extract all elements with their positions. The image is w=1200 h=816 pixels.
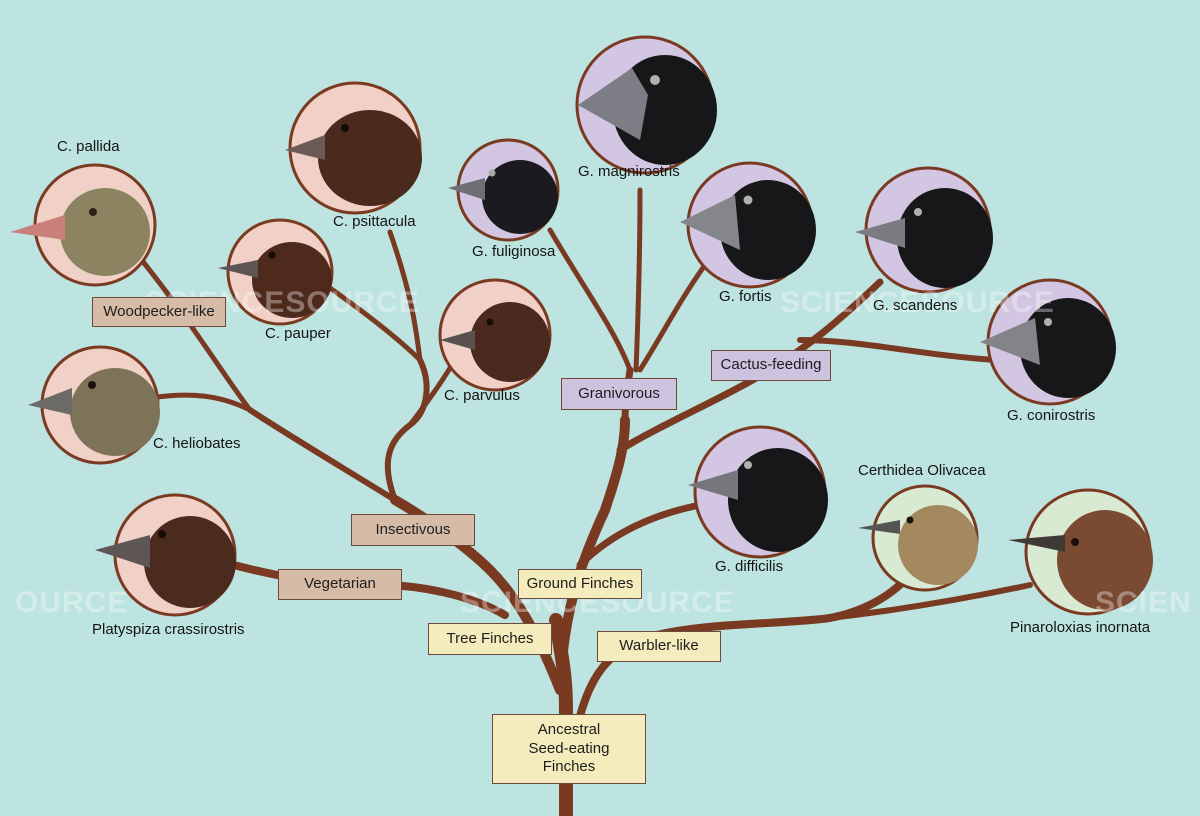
species-label-g-fuliginosa: G. fuliginosa	[472, 243, 556, 260]
conirostris-branch	[797, 337, 998, 363]
g-magnirostris-portrait	[575, 35, 717, 175]
c-pauper-portrait	[218, 218, 334, 326]
ancestral-root-box: Ancestral Seed-eating Finches	[492, 714, 646, 784]
fuliginosa-branch	[547, 227, 633, 373]
platyspiza-portrait	[95, 493, 237, 617]
species-label-g-conirostris: G. conirostris	[1007, 407, 1096, 424]
pinaroloxias-branch	[827, 582, 1033, 621]
c-psittacula-portrait	[285, 81, 422, 215]
g-conirostris-portrait	[980, 278, 1116, 406]
species-label-certhidea: Certhidea Olivacea	[858, 462, 986, 479]
g-fuliginosa-portrait	[448, 138, 560, 242]
c-heliobates-portrait	[28, 345, 160, 465]
g-scandens-portrait	[855, 166, 993, 294]
heliobates-branch	[147, 392, 253, 413]
g-fortis-portrait	[680, 161, 816, 289]
fortis-branch	[637, 262, 708, 373]
ground-finches-label: Ground Finches	[518, 569, 642, 599]
warbler-like-label: Warbler-like	[597, 631, 721, 662]
woodpecker-like-label: Woodpecker-like	[92, 297, 226, 327]
species-label-c-psittacula: C. psittacula	[333, 213, 416, 230]
watermark-text: SCIEN	[1095, 586, 1192, 619]
vegetarian-label: Vegetarian	[278, 569, 402, 600]
pinaroloxias-portrait	[1008, 488, 1153, 616]
species-label-g-difficilis: G. difficilis	[715, 558, 784, 575]
tree-finches-label: Tree Finches	[428, 623, 552, 655]
insect-mid-branch	[384, 357, 430, 503]
difficilis-branch	[576, 501, 704, 569]
watermark-text: OURCE	[15, 586, 129, 619]
trunk-branch	[549, 613, 573, 816]
c-pallida-portrait	[10, 163, 157, 287]
warbler-branch	[576, 576, 909, 720]
c-parvulus-portrait	[438, 278, 552, 392]
insectivous-branch	[247, 407, 398, 503]
species-label-platyspiza: Platyspiza crassirostris	[92, 621, 245, 638]
species-label-c-heliobates: C. heliobates	[153, 435, 241, 452]
pauper-branch	[327, 285, 423, 363]
granivorous-label: Granivorous	[561, 378, 677, 410]
magnirostris-branch	[633, 187, 643, 373]
watermark-text: SCIENCESOURCE	[780, 286, 1055, 319]
species-label-g-fortis: G. fortis	[719, 288, 772, 305]
species-label-g-magnirostris: G. magnirostris	[578, 163, 680, 180]
g-difficilis-portrait	[688, 425, 828, 559]
psittacula-branch	[387, 229, 423, 363]
species-label-c-pauper: C. pauper	[265, 325, 331, 342]
cactus-feeding-label: Cactus-feeding	[711, 350, 831, 381]
species-label-c-parvulus: C. parvulus	[444, 387, 520, 404]
species-label-g-scandens: G. scandens	[873, 297, 958, 314]
species-label-c-pallida: C. pallida	[57, 138, 120, 155]
insectivous-label: Insectivous	[351, 514, 475, 546]
woodpecker-branch	[137, 255, 253, 413]
certhidea-portrait	[858, 484, 979, 592]
species-label-pinaroloxias: Pinaroloxias inornata	[1010, 619, 1151, 636]
